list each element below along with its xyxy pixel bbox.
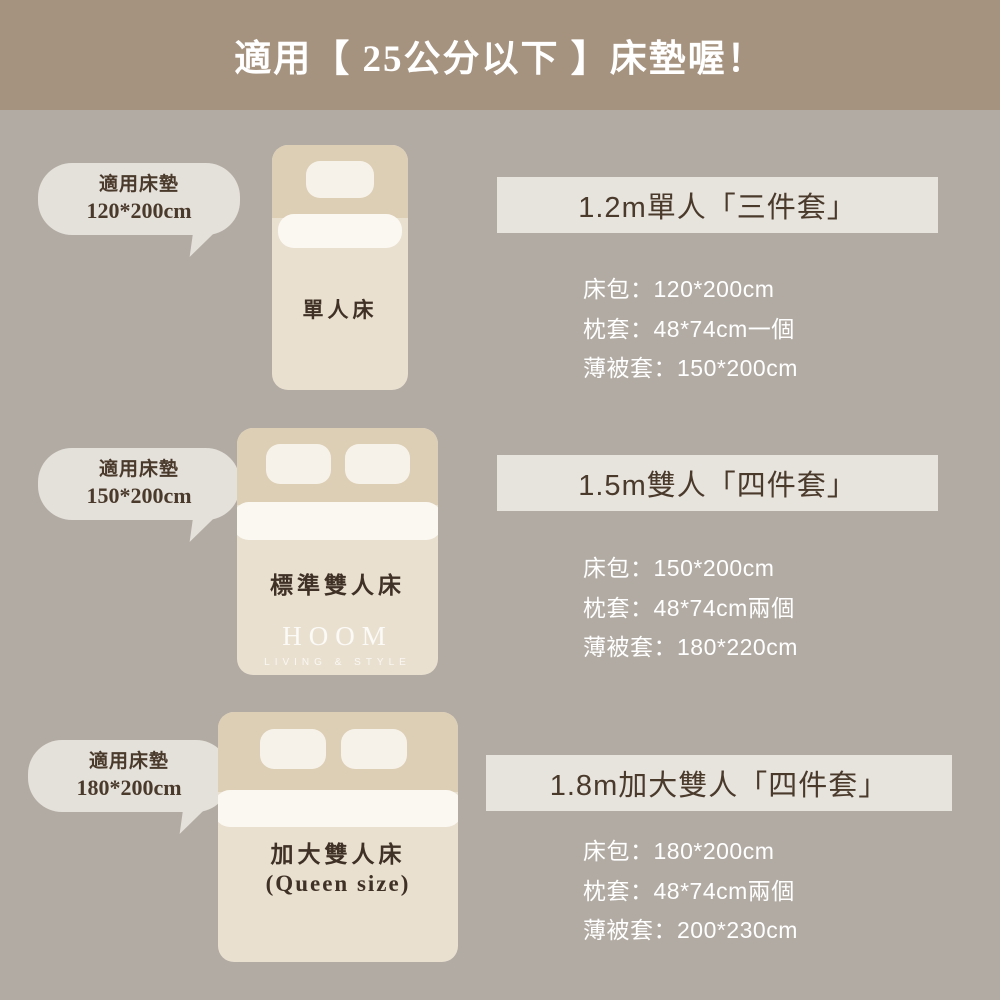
spec-line: 薄被套：200*230cm bbox=[583, 917, 798, 944]
bed-label-main: 標準雙人床 bbox=[270, 573, 405, 598]
spec-line: 床包：180*200cm bbox=[583, 838, 775, 864]
spec-line: 枕套：48*74cm兩個 bbox=[583, 877, 795, 904]
bed-label-main: 單人床 bbox=[302, 298, 378, 322]
bed-label-main: 加大雙人床 bbox=[270, 842, 406, 867]
package-title-bar-3: 1.8m加大雙人「四件套」 bbox=[486, 755, 952, 811]
pillow-1 bbox=[306, 161, 374, 198]
spec-line: 床包：120*200cm bbox=[583, 276, 775, 302]
bubble-line2: 150*200cm bbox=[86, 483, 192, 509]
header-band: 適用【 25公分以下 】床墊喔！ bbox=[0, 0, 1000, 110]
bubble-line2: 180*200cm bbox=[76, 775, 182, 801]
blanket-band bbox=[218, 790, 458, 827]
spec-list-2: 床包：150*200cm 枕套：48*74cm兩個 薄被套：180*220cm bbox=[583, 549, 798, 668]
spec-list-3: 床包：180*200cm 枕套：48*74cm兩個 薄被套：200*230cm bbox=[583, 832, 798, 951]
mattress-size-bubble-1: 適用床墊 120*200cm bbox=[38, 163, 240, 257]
mattress-size-bubble-2: 適用床墊 150*200cm bbox=[38, 448, 240, 542]
bubble-tail-icon bbox=[189, 223, 225, 257]
bed-label: 標準雙人床 bbox=[237, 571, 438, 600]
brand-watermark: HOOM LIVING & STYLE bbox=[237, 621, 438, 669]
package-title: 1.8m加大雙人「四件套」 bbox=[549, 770, 889, 802]
brand-name: HOOM bbox=[282, 621, 393, 651]
mattress-size-bubble-3: 適用床墊 180*200cm bbox=[28, 740, 230, 834]
pillow-2 bbox=[345, 444, 410, 484]
bubble-line2: 120*200cm bbox=[86, 198, 192, 224]
bed-illustration-standard-double: 標準雙人床 HOOM LIVING & STYLE bbox=[237, 428, 438, 675]
package-title: 1.5m雙人「四件套」 bbox=[578, 470, 857, 502]
bubble-tail-icon bbox=[179, 800, 215, 834]
package-title-bar-1: 1.2m單人「三件套」 bbox=[497, 177, 938, 233]
spec-line: 枕套：48*74cm一個 bbox=[583, 315, 795, 342]
brand-tagline: LIVING & STYLE bbox=[264, 657, 411, 668]
spec-line: 薄被套：150*200cm bbox=[583, 355, 798, 382]
bubble-line1: 適用床墊 bbox=[98, 174, 179, 196]
package-title: 1.2m單人「三件套」 bbox=[578, 192, 857, 224]
pillow-2 bbox=[341, 729, 407, 769]
bed-headboard bbox=[218, 712, 458, 792]
bed-label: 加大雙人床 (Queen size) bbox=[218, 840, 458, 899]
blanket-band bbox=[278, 214, 402, 248]
bed-illustration-single: 單人床 bbox=[272, 145, 408, 390]
bed-label-sub: (Queen size) bbox=[265, 871, 411, 897]
bubble-line1: 適用床墊 bbox=[98, 459, 179, 481]
bubble-line1: 適用床墊 bbox=[88, 751, 169, 773]
spec-line: 薄被套：180*220cm bbox=[583, 634, 798, 661]
spec-line: 床包：150*200cm bbox=[583, 555, 775, 581]
blanket-band bbox=[237, 502, 438, 540]
package-title-bar-2: 1.5m雙人「四件套」 bbox=[497, 455, 938, 511]
bubble-tail-icon bbox=[189, 508, 225, 542]
spec-line: 枕套：48*74cm兩個 bbox=[583, 594, 795, 621]
bed-illustration-queen: 加大雙人床 (Queen size) bbox=[218, 712, 458, 962]
pillow-1 bbox=[266, 444, 331, 484]
page-title: 適用【 25公分以下 】床墊喔！ bbox=[234, 39, 766, 80]
bed-label: 單人床 bbox=[272, 297, 408, 324]
pillow-1 bbox=[260, 729, 326, 769]
spec-list-1: 床包：120*200cm 枕套：48*74cm一個 薄被套：150*200cm bbox=[583, 270, 798, 389]
